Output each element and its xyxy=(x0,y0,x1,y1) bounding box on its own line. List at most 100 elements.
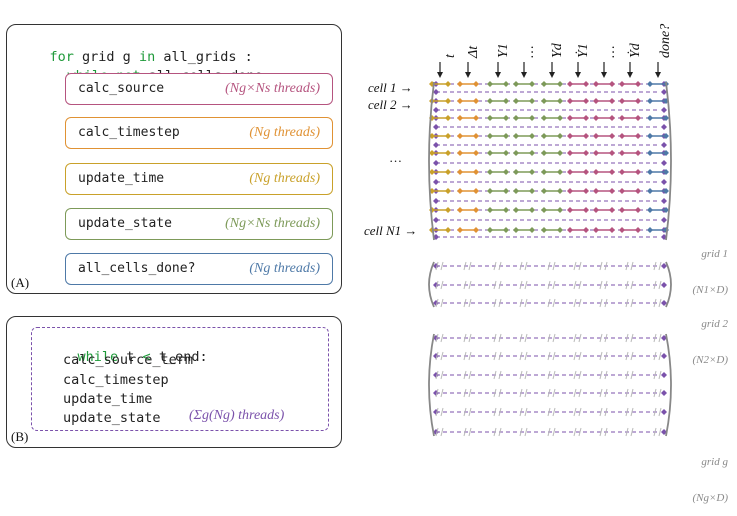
cell-diamond xyxy=(557,227,563,233)
cell-tick xyxy=(519,280,523,290)
cell-diamond xyxy=(541,227,547,233)
cell-diamond xyxy=(473,169,479,175)
cell-diamond xyxy=(529,98,535,104)
cell-diamond xyxy=(647,81,653,87)
cell-diamond xyxy=(513,188,519,194)
cell-diamond xyxy=(663,115,669,121)
cell-tick xyxy=(498,298,502,308)
body-line: calc_timestep xyxy=(63,372,169,388)
cell-tick xyxy=(552,351,556,361)
cell-diamond xyxy=(457,150,463,156)
cell-tick xyxy=(498,280,502,290)
cell-tick xyxy=(524,370,528,380)
cell-diamond xyxy=(503,98,509,104)
cell-tick xyxy=(440,261,444,271)
cell-tick xyxy=(625,351,629,361)
cell-tick xyxy=(493,261,497,271)
header-arrow-head xyxy=(549,72,555,78)
cell-diamond xyxy=(473,227,479,233)
cell-diamond xyxy=(529,115,535,121)
cell-diamond xyxy=(487,98,493,104)
cell-tick xyxy=(573,388,577,398)
cell-tick xyxy=(599,298,603,308)
cell-tick xyxy=(578,333,582,343)
cell-diamond xyxy=(541,188,547,194)
cell-diamond xyxy=(557,115,563,121)
cell-diamond xyxy=(503,133,509,139)
cell-tick xyxy=(435,407,439,417)
cell-diamond xyxy=(503,169,509,175)
cell-tick xyxy=(604,298,608,308)
header-arrow-head xyxy=(655,72,661,78)
step-name: update_state xyxy=(78,216,172,231)
cell-diamond xyxy=(661,390,667,396)
cell-tick xyxy=(578,427,582,437)
cell-tick xyxy=(498,333,502,343)
cell-tick xyxy=(578,280,582,290)
panel-a: for grid g in all_grids : while not all_… xyxy=(6,24,342,294)
step-threads: (Ng×Ns threads) xyxy=(225,216,320,231)
cell-diamond xyxy=(433,179,439,185)
cell-diamond xyxy=(529,207,535,213)
cell-tick xyxy=(604,407,608,417)
cell-diamond xyxy=(663,169,669,175)
step-threads: (Ng threads) xyxy=(249,171,320,186)
keyword-while: while xyxy=(77,349,119,365)
cell-tick xyxy=(547,298,551,308)
cell-tick xyxy=(604,388,608,398)
grid-2-size: (N2×D) xyxy=(692,354,728,366)
cell-tick xyxy=(440,351,444,361)
cell-tick xyxy=(468,333,472,343)
cell-tick xyxy=(573,298,577,308)
cell-diamond xyxy=(557,81,563,87)
cell-diamond xyxy=(445,115,451,121)
cell-tick xyxy=(658,280,662,290)
cell-tick xyxy=(578,351,582,361)
cell-diamond xyxy=(635,115,641,121)
cell-tick xyxy=(573,351,577,361)
cell-diamond xyxy=(445,81,451,87)
loop-box xyxy=(31,327,329,431)
cell-tick xyxy=(468,351,472,361)
for-line-mid: grid g xyxy=(73,49,139,65)
cell-diamond xyxy=(487,227,493,233)
row-label-cell-1: cell 1 → xyxy=(368,80,413,95)
step-name: calc_source xyxy=(78,81,165,96)
cell-tick xyxy=(604,370,608,380)
cell-tick xyxy=(493,370,497,380)
cell-tick xyxy=(493,388,497,398)
cell-tick xyxy=(658,388,662,398)
grid-bracket-left xyxy=(428,333,435,437)
header-arrow-head xyxy=(495,72,501,78)
cell-tick xyxy=(547,333,551,343)
cell-tick xyxy=(573,280,577,290)
cell-diamond xyxy=(529,81,535,87)
cell-tick xyxy=(468,388,472,398)
grid-2-label: grid 2 (N2×D) xyxy=(676,294,728,378)
cell-diamond xyxy=(593,98,599,104)
step-update-state: update_state (Ng×Ns threads) xyxy=(65,208,333,240)
cell-tick xyxy=(440,388,444,398)
cell-diamond xyxy=(583,169,589,175)
cell-tick xyxy=(578,407,582,417)
row-label-cell-2: cell 2 → xyxy=(368,97,413,112)
step-threads: (Ng×Ns threads) xyxy=(225,81,320,96)
step-all-cells-done: all_cells_done? (Ng threads) xyxy=(65,253,333,285)
cell-tick xyxy=(573,261,577,271)
cell-tick xyxy=(468,261,472,271)
cell-tick xyxy=(630,370,634,380)
cell-tick xyxy=(630,351,634,361)
cell-tick xyxy=(463,298,467,308)
cell-diamond xyxy=(647,98,653,104)
cell-diamond xyxy=(647,133,653,139)
cell-tick xyxy=(658,261,662,271)
cell-diamond xyxy=(593,169,599,175)
cell-diamond xyxy=(609,169,615,175)
cell-tick xyxy=(493,407,497,417)
cell-tick xyxy=(493,351,497,361)
cell-diamond xyxy=(433,89,439,95)
cell-tick xyxy=(468,280,472,290)
cell-tick xyxy=(493,333,497,343)
cell-diamond xyxy=(473,207,479,213)
cell-diamond xyxy=(567,188,573,194)
